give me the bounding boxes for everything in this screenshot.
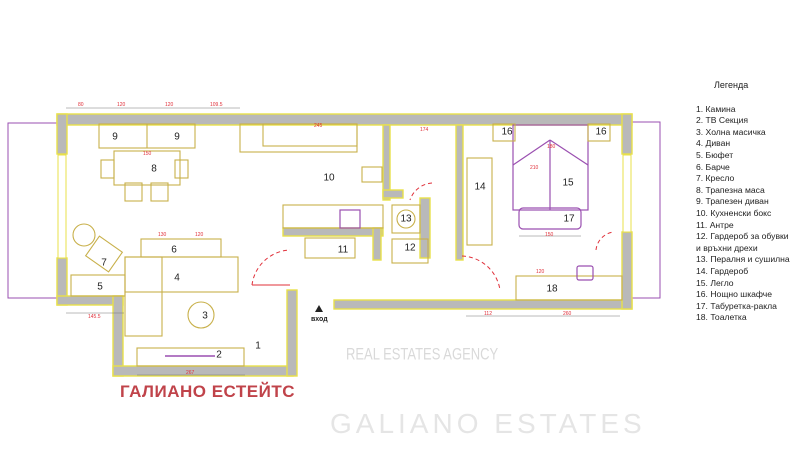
num-12: 12 bbox=[404, 243, 416, 254]
num-18: 18 bbox=[546, 284, 558, 295]
legend-item: 6. Барче bbox=[696, 161, 730, 172]
balcony-left bbox=[7, 122, 59, 299]
legend-item: 4. Диван bbox=[696, 138, 731, 149]
num-10: 10 bbox=[323, 173, 335, 184]
legend-item: 10. Кухненски бокс bbox=[696, 207, 772, 218]
legend-item: 16. Нощно шкафче bbox=[696, 289, 773, 300]
walls bbox=[56, 113, 633, 377]
dimension-label: 109.5 bbox=[210, 102, 223, 108]
dimension-label: 120 bbox=[536, 269, 545, 275]
num-2: 2 bbox=[216, 350, 222, 361]
legend-item: и връхни дрехи bbox=[696, 242, 758, 253]
legend-item: 3. Холна масичка bbox=[696, 126, 766, 137]
dimension-label: 80 bbox=[78, 102, 84, 108]
legend-item: 14. Гардероб bbox=[696, 265, 749, 276]
num-16: 16 bbox=[501, 127, 513, 138]
num-5: 5 bbox=[97, 282, 103, 293]
dimension-label: 120 bbox=[117, 102, 126, 108]
legend-item: 2. ТВ Секция bbox=[696, 115, 749, 126]
dimension-label: 112 bbox=[484, 311, 492, 317]
num-13: 13 bbox=[400, 214, 412, 225]
num-17: 17 bbox=[563, 214, 575, 225]
legend-item: 5. Бюфет bbox=[696, 149, 734, 160]
dimension-label: 120 bbox=[195, 232, 204, 238]
window-left bbox=[57, 154, 67, 259]
legend-item: 1. Камина bbox=[696, 103, 736, 114]
entrance-label: вход bbox=[311, 316, 328, 323]
num-15: 15 bbox=[562, 178, 574, 189]
num-9: 9 bbox=[112, 132, 118, 143]
num-11: 11 bbox=[338, 245, 349, 256]
num-4: 4 bbox=[174, 273, 180, 284]
num-8: 8 bbox=[151, 164, 157, 175]
num-3: 3 bbox=[202, 311, 208, 322]
dimension-label: 120 bbox=[165, 102, 174, 108]
legend-title: Легенда bbox=[714, 80, 749, 90]
num-16: 16 bbox=[595, 127, 607, 138]
dimension-label: 245 bbox=[314, 123, 323, 129]
dimension-label: 145.5 bbox=[88, 314, 101, 320]
dimension-label: 267 bbox=[186, 370, 195, 376]
num-9: 9 bbox=[174, 132, 180, 143]
doors bbox=[251, 182, 615, 291]
legend-item: 9. Трапезен диван bbox=[696, 196, 769, 207]
legend-item: 7. Кресло bbox=[696, 173, 735, 184]
dimension-label: 174 bbox=[420, 127, 429, 133]
legend-item: 12. Гардероб за обувки bbox=[696, 231, 789, 242]
dimension-label: 260 bbox=[563, 311, 572, 317]
watermark-agency: REAL ESTATES AGENCY bbox=[346, 344, 499, 364]
legend-item: 15. Легло bbox=[696, 277, 734, 288]
window-right bbox=[622, 154, 632, 233]
num-14: 14 bbox=[474, 182, 486, 193]
balcony-right bbox=[629, 121, 661, 299]
room-numbers: 1 2 3 4 5 6 7 8 9 9 10 11 12 13 14 15 16… bbox=[97, 127, 607, 361]
legend-item: 13. Пералня и сушилна bbox=[696, 254, 790, 265]
dimension-label: 150 bbox=[545, 232, 554, 238]
legend-item: 11. Антре bbox=[696, 219, 734, 230]
furniture bbox=[70, 123, 623, 367]
dimension-label: 180 bbox=[547, 144, 556, 150]
watermark-ru: ГАЛИАНО ЕСТЕЙТС bbox=[120, 382, 295, 401]
num-7: 7 bbox=[101, 258, 107, 269]
num-1: 1 bbox=[255, 341, 261, 352]
dimension-lines: 80 120 120 109.5 150 130 120 145.5 267 1… bbox=[66, 102, 620, 376]
legend-item: 18. Тоалетка bbox=[696, 312, 747, 323]
entrance-arrow-icon bbox=[315, 305, 323, 312]
legend-item: 17. Табуретка-ракла bbox=[696, 300, 777, 311]
dimension-label: 150 bbox=[143, 151, 152, 157]
num-6: 6 bbox=[171, 245, 177, 256]
dimension-label: 210 bbox=[530, 165, 539, 171]
dimension-label: 130 bbox=[158, 232, 167, 238]
watermark-en: GALIANO ESTATES bbox=[330, 408, 646, 439]
legend-item: 8. Трапезна маса bbox=[696, 184, 765, 195]
